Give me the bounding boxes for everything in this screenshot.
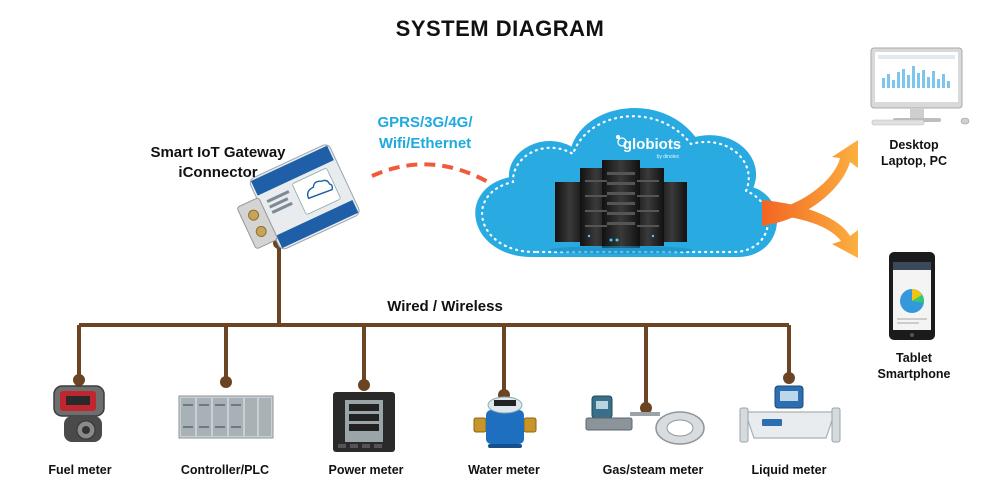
- smartphone-icon: [889, 252, 935, 340]
- water-meter-icon: [473, 396, 537, 448]
- gateway-label-line2: iConnector: [178, 164, 258, 181]
- connection-label: GPRS/3G/4G/ Wifi/Ethernet: [350, 112, 500, 154]
- client-desktop-line2: Laptop, PC: [881, 154, 947, 168]
- client-tablet-line2: Smartphone: [877, 367, 951, 381]
- gateway-label: Smart IoT Gateway iConnector: [128, 143, 308, 183]
- device-label-liquid: Liquid meter: [751, 463, 827, 477]
- device-label-water: Water meter: [468, 463, 540, 477]
- client-tablet-line1: Tablet: [896, 351, 932, 365]
- client-label-tablet: Tablet Smartphone: [858, 350, 970, 382]
- connection-label-line2: Wifi/Ethernet: [378, 135, 472, 152]
- cloud-brand-sub: by dinotec: [657, 154, 680, 160]
- wired-bus: [77, 243, 791, 408]
- client-desktop-line1: Desktop: [889, 138, 939, 152]
- device-label-fuel: Fuel meter: [48, 463, 112, 477]
- device-label-power: Power meter: [328, 463, 404, 477]
- connection-label-line1: GPRS/3G/4G/: [377, 114, 473, 131]
- desktop-computer-icon: [870, 47, 970, 126]
- bus-terminals: [73, 237, 795, 414]
- globiots-logo-icon: [615, 134, 627, 147]
- wireless-link-dashes: [371, 162, 489, 184]
- fuel-meter-icon: [53, 385, 105, 442]
- gas-steam-meter-icon: [585, 395, 705, 445]
- liquid-meter-icon: [739, 385, 841, 443]
- power-meter-icon: [333, 392, 395, 452]
- cloud-brand-name: globiots: [623, 136, 681, 153]
- cloud-to-clients-arrows: [762, 140, 858, 258]
- device-label-gas-steam: Gas/steam meter: [602, 463, 704, 477]
- bus-label: Wired / Wireless: [387, 298, 503, 315]
- diagram-title: SYSTEM DIAGRAM: [395, 16, 605, 41]
- client-label-desktop: Desktop Laptop, PC: [858, 137, 970, 169]
- device-label-plc: Controller/PLC: [180, 463, 270, 477]
- gateway-label-line1: Smart IoT Gateway: [150, 144, 286, 161]
- iot-gateway-device: [237, 144, 360, 250]
- server-racks-icon: [549, 160, 693, 254]
- arrow-to-tablet: [762, 200, 858, 258]
- controller-plc-icon: [178, 395, 274, 439]
- arrow-to-desktop: [762, 140, 858, 226]
